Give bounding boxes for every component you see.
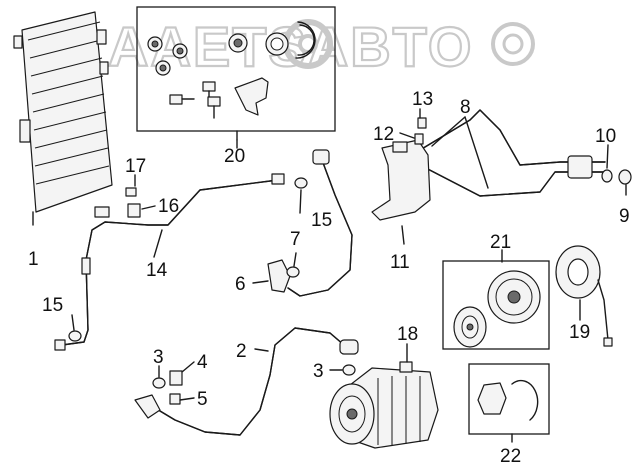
- seal-kit: [468, 363, 550, 435]
- compressor-hose: [134, 327, 359, 436]
- callout-18: 18: [397, 324, 418, 345]
- callout-9: 9: [619, 206, 630, 227]
- callout-13: 13: [412, 89, 433, 110]
- callout-15a: 15: [42, 295, 63, 316]
- callout-17: 17: [125, 156, 146, 177]
- callout-14: 14: [146, 260, 168, 281]
- clutch-coil: [555, 245, 613, 347]
- callout-2: 2: [236, 341, 247, 362]
- callout-21: 21: [490, 232, 511, 253]
- watermark-logo: AAETSABTO: [107, 14, 535, 79]
- callout-8: 8: [460, 97, 471, 118]
- ac-line-assembly: [371, 109, 632, 221]
- callout-10: 10: [595, 126, 616, 147]
- callout-20: 20: [224, 146, 245, 167]
- callout-22: 22: [500, 446, 521, 467]
- callout-5: 5: [197, 389, 208, 410]
- hardware-kit: [136, 6, 336, 141]
- leader-lines: [71, 108, 627, 443]
- callout-6: 6: [235, 274, 246, 295]
- callout-3a: 3: [153, 347, 164, 368]
- callout-1: 1: [28, 249, 39, 270]
- callout-3b: 3: [313, 361, 324, 382]
- clutch-kit: [442, 260, 550, 350]
- callout-19: 19: [569, 322, 590, 343]
- callout-11: 11: [390, 252, 410, 273]
- callout-7: 7: [290, 229, 301, 250]
- callout-4: 4: [197, 352, 208, 373]
- liquid-line: [54, 173, 285, 351]
- callout-16: 16: [158, 196, 179, 217]
- callout-labels: 1 2 3 3 4 5 6 7 8 9 10 11 12 13 14 15 15…: [28, 89, 630, 467]
- suction-hose: [267, 149, 353, 297]
- condenser: [13, 11, 113, 226]
- callout-12: 12: [373, 124, 394, 145]
- ac-compressor: [329, 361, 439, 449]
- callout-15b: 15: [311, 210, 332, 231]
